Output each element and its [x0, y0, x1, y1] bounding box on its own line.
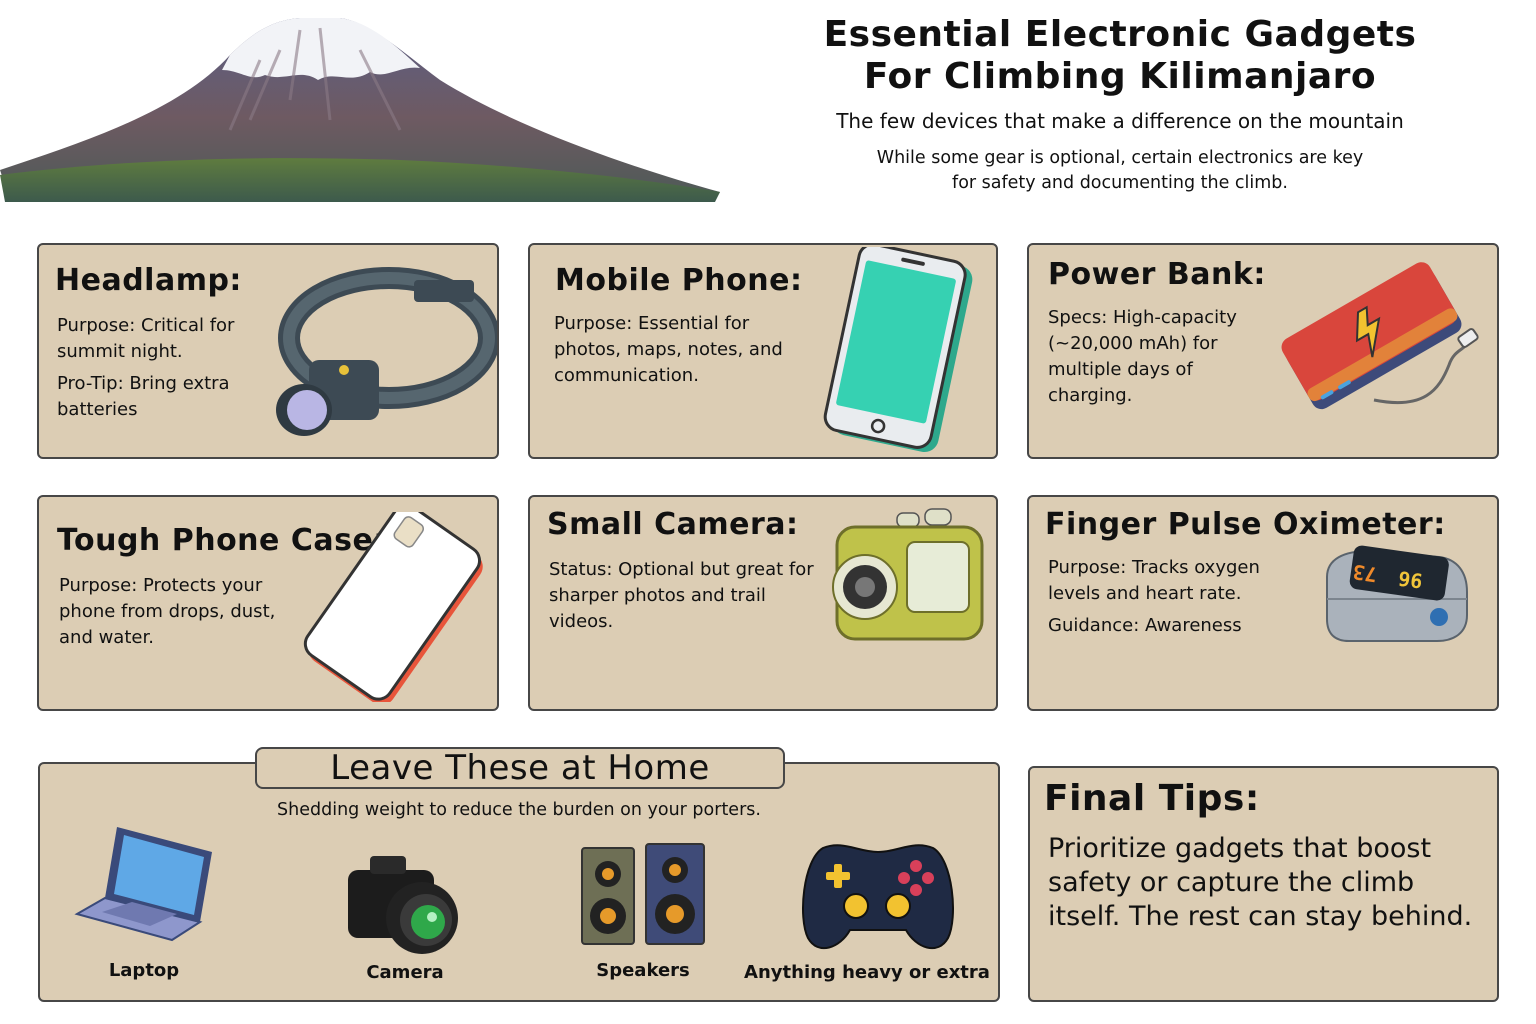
leave-at-home-title: Leave These at Home [255, 747, 785, 789]
card-line: Pro-Tip: Bring extra batteries [57, 373, 230, 420]
card-title: Mobile Phone: [555, 263, 803, 298]
smartphone-icon [823, 247, 973, 453]
card-text: Specs: High-capacity (~20,000 mAh) for m… [1048, 305, 1273, 409]
intro-line-2: for safety and documenting the climb. [952, 173, 1288, 193]
title-line-1: Essential Electronic Gadgets [823, 14, 1417, 55]
leave-item-laptop: Laptop [108, 960, 180, 981]
speakers-icon [581, 843, 705, 945]
card-small-camera: Small Camera: Status: Optional but great… [528, 495, 998, 711]
card-title: Finger Pulse Oximeter: [1045, 507, 1446, 542]
card-headlamp: Headlamp: Purpose: Critical for summit n… [37, 243, 499, 459]
card-pulse-oximeter: Finger Pulse Oximeter: Purpose: Tracks o… [1027, 495, 1499, 711]
card-mobile-phone: Mobile Phone: Purpose: Essential for pho… [528, 243, 998, 459]
card-title: Tough Phone Case: [57, 523, 386, 558]
card-line: Purpose: Tracks oxygen levels and heart … [1048, 557, 1260, 604]
leave-at-home-subtitle: Shedding weight to reduce the burden on … [277, 800, 761, 820]
camera-icon [348, 856, 458, 954]
leave-item-heavy-extra: Anything heavy or extra [744, 962, 990, 983]
title-line-2: For Climbing Kilimanjaro [863, 56, 1377, 97]
header: Essential Electronic Gadgets For Climbin… [790, 14, 1450, 196]
oximeter-reading-spo2: 96 [1397, 566, 1424, 593]
card-text: Purpose: Tracks oxygen levels and heart … [1048, 555, 1293, 639]
card-text: Purpose: Essential for photos, maps, not… [554, 311, 814, 389]
action-camera-icon [832, 508, 984, 641]
mountain-illustration [0, 18, 720, 202]
headlamp-icon [276, 267, 497, 436]
card-text: Status: Optional but great for sharper p… [549, 557, 819, 635]
game-controller-icon [802, 844, 954, 949]
card-line: Purpose: Critical for summit night. [57, 315, 235, 362]
intro-line-1: While some gear is optional, certain ele… [876, 148, 1364, 168]
leave-item-speakers: Speakers [596, 960, 690, 981]
card-title: Headlamp: [55, 263, 242, 298]
oximeter-reading-pulse: 73 [1351, 560, 1378, 587]
card-line: Status: Optional but great for sharper p… [549, 559, 814, 632]
card-title: Small Camera: [547, 507, 799, 542]
page-intro: While some gear is optional, certain ele… [825, 146, 1415, 196]
leave-item-camera: Camera [366, 962, 444, 983]
power-bank-icon [1281, 262, 1479, 410]
final-tips-text: Prioritize gadgets that boost safety or … [1048, 833, 1473, 932]
laptop-icon [74, 827, 212, 942]
card-power-bank: Power Bank: Specs: High-capacity (~20,00… [1027, 243, 1499, 459]
final-tips-title: Final Tips: [1044, 778, 1260, 819]
final-tips-card: Final Tips: Prioritize gadgets that boos… [1028, 766, 1499, 1002]
card-line: Specs: High-capacity (~20,000 mAh) for m… [1048, 307, 1237, 406]
card-line: Guidance: Awareness [1048, 615, 1242, 636]
page-subtitle: The few devices that make a difference o… [836, 109, 1404, 133]
page-title: Essential Electronic Gadgets For Climbin… [790, 14, 1450, 98]
card-tough-phone-case: Tough Phone Case: Purpose: Protects your… [37, 495, 499, 711]
pulse-oximeter-icon: 73 96 [1326, 545, 1468, 642]
card-line: Purpose: Essential for photos, maps, not… [554, 313, 783, 386]
card-title: Power Bank: [1048, 257, 1266, 292]
phone-case-icon [303, 512, 483, 702]
card-line: Purpose: Protects your phone from drops,… [59, 575, 276, 648]
card-text: Purpose: Protects your phone from drops,… [59, 573, 304, 651]
card-text: Purpose: Critical for summit night. Pro-… [57, 313, 267, 423]
